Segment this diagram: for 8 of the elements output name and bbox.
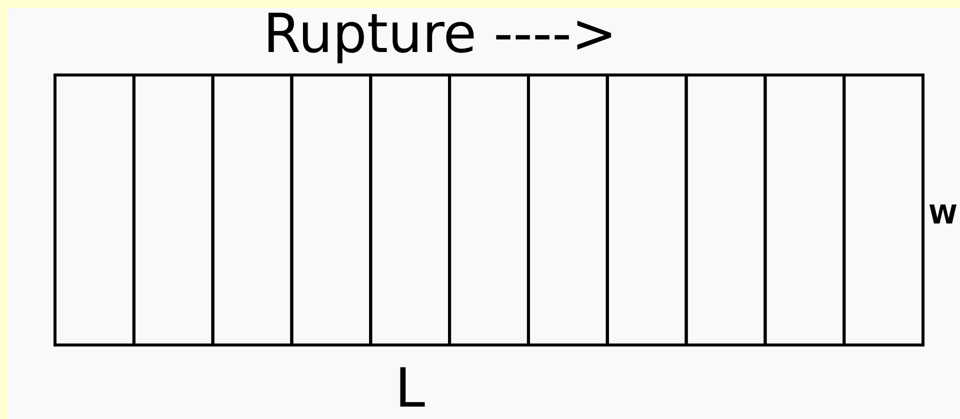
strip-box (54, 74, 136, 346)
strip-box (842, 74, 924, 346)
strip-box (526, 74, 609, 346)
strip-box (606, 74, 688, 346)
strip-box (132, 74, 214, 346)
dimension-label: L (400, 367, 425, 407)
title-text: Rupture ----> (268, 12, 612, 64)
strip-box (448, 74, 530, 346)
